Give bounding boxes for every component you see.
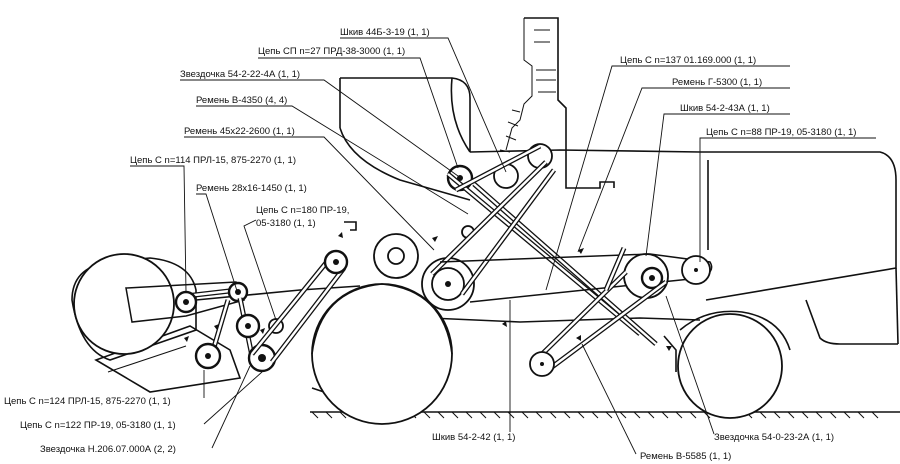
label-chain-c-n180-line1: Цепь С n=180 ПР-19, [256,205,349,216]
label-pulley-54-2-42: Шкив 54-2-42 (1, 1) [432,432,515,443]
leader-lines [130,37,876,455]
label-sprocket-54-0-23-2a: Звездочка 54-0-23-2А (1, 1) [714,432,834,443]
label-sprocket-54-2-22-4a: Звездочка 54-2-22-4А (1, 1) [180,69,300,80]
label-pulley-44b-3-19: Шкив 44Б-3-19 (1, 1) [340,27,430,38]
drive-elements [125,143,713,377]
label-chain-c-n137: Цепь С n=137 01.169.000 (1, 1) [620,55,756,66]
label-chain-c-n122: Цепь С n=122 ПР-19, 05-3180 (1, 1) [20,420,176,431]
label-belt-v-4350: Ремень В-4350 (4, 4) [196,95,287,106]
label-chain-c-n114: Цепь С n=114 ПРЛ-15, 875-2270 (1, 1) [130,155,296,166]
label-belt-28x16-1450: Ремень 28х16-1450 (1, 1) [196,183,307,194]
label-belt-45x22-2600: Ремень 45х22-2600 (1, 1) [184,126,295,137]
label-pulley-54-2-43a: Шкив 54-2-43А (1, 1) [680,103,770,114]
label-belt-v-5585: Ремень В-5585 (1, 1) [640,451,731,462]
label-sprocket-n206: Звездочка Н.206.07.000А (2, 2) [40,444,176,455]
label-group: Шкив 44Б-3-19 (1, 1) Цепь СП n=27 ПРД-38… [4,27,856,462]
label-chain-c-n180-line2: 05-3180 (1, 1) [256,218,316,229]
label-chain-c-n124: Цепь С n=124 ПРЛ-15, 875-2270 (1, 1) [4,396,171,407]
label-chain-c-n88: Цепь С n=88 ПР-19, 05-3180 (1, 1) [706,127,856,138]
machine-body-outline [71,17,900,425]
label-belt-g-5300: Ремень Г-5300 (1, 1) [672,77,762,88]
label-chain-sp-n27: Цепь СП n=27 ПРД-38-3000 (1, 1) [258,46,405,57]
